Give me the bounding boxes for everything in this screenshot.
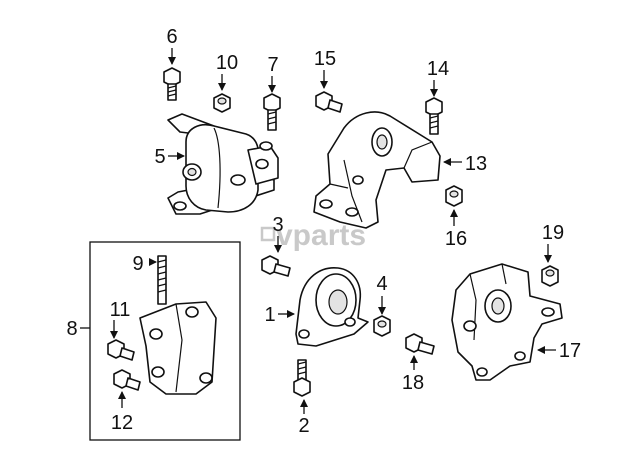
callout-5: 5 [154,146,165,168]
part-18-bolt [405,333,435,355]
callout-17: 17 [559,340,581,362]
part-4-nut [373,315,391,337]
part-15-bolt [315,91,343,113]
callout-3: 3 [272,214,283,236]
assembly-8-group-box [89,241,241,441]
callout-13: 13 [465,153,487,175]
part-10-nut [213,93,231,113]
part-8-bracket [139,301,217,395]
callout-4: 4 [376,273,387,295]
callout-11: 11 [110,299,131,321]
part-1-engine-mount [295,267,369,347]
part-5-mount-bracket [167,113,279,215]
callout-1: 1 [264,304,275,326]
part-14-bolt [425,97,443,135]
callout-15: 15 [314,48,336,70]
part-6-bolt [163,67,181,101]
part-2-bolt [293,359,311,397]
callout-19: 19 [542,222,564,244]
callout-6: 6 [166,26,177,48]
part-12-bolt [113,369,141,391]
callout-7: 7 [267,54,278,76]
callout-labels: 6 10 7 15 14 5 13 16 3 19 9 1 4 11 8 12 … [66,26,581,437]
part-11-bolt [107,339,135,361]
part-16-nut [445,185,463,207]
callout-10: 10 [216,52,238,74]
callout-14: 14 [427,58,449,80]
callout-2: 2 [298,415,309,437]
callout-18: 18 [402,372,424,394]
part-17-rear-mount [451,263,563,381]
part-7-bolt [263,93,281,131]
part-3-bolt [261,255,291,277]
callout-9: 9 [132,253,143,275]
part-13-torque-bracket [313,111,441,229]
part-19-nut [541,265,559,287]
callout-16: 16 [445,228,467,250]
callout-12: 12 [111,412,133,434]
part-9-stud [157,255,167,305]
leader-lines [80,48,556,414]
callout-8: 8 [66,318,77,340]
